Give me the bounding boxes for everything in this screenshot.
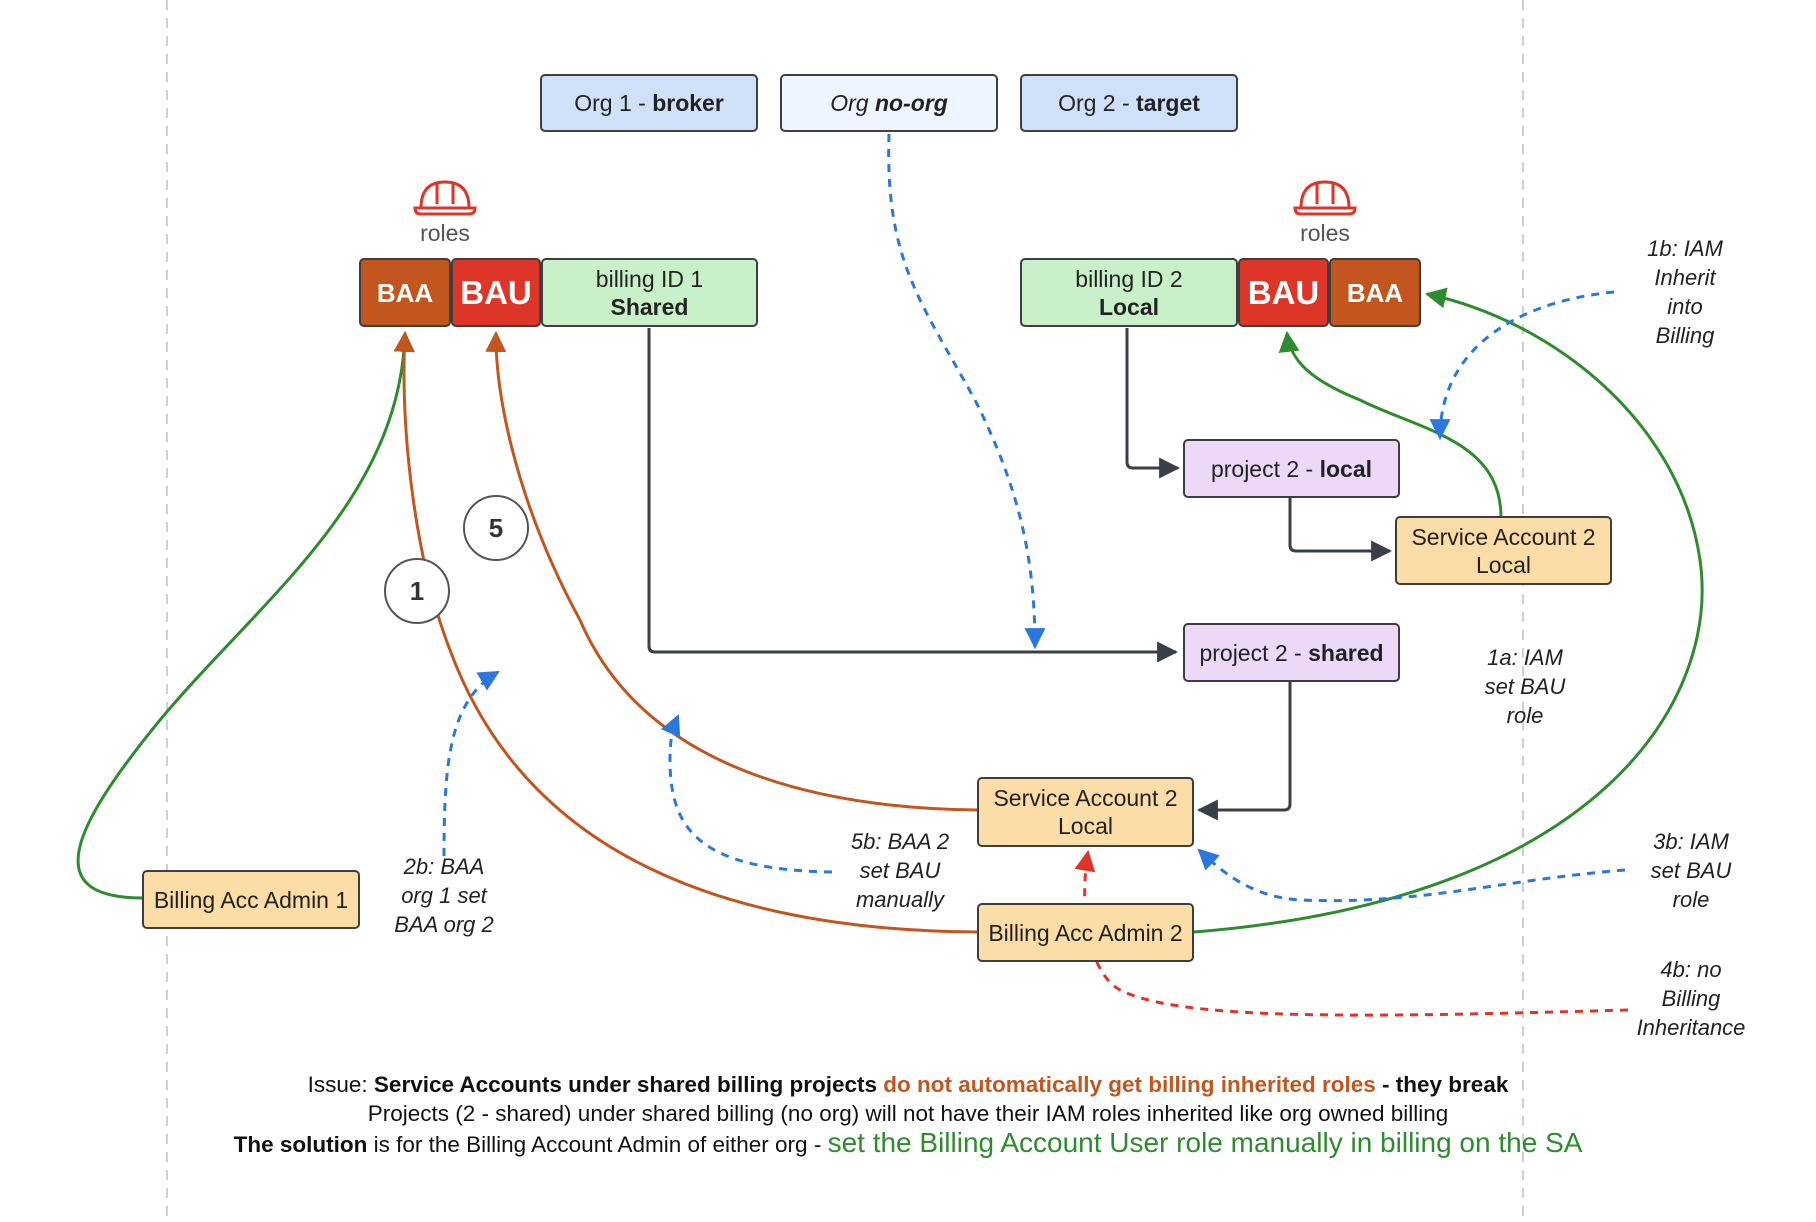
baa2-label: Billing Acc Admin 2 bbox=[988, 919, 1183, 946]
baa2-to-baa-right bbox=[1193, 287, 1704, 934]
note-3b: 3b: IAM set BAU role bbox=[1650, 829, 1732, 912]
org1-prefix: Org 1 - bbox=[574, 90, 653, 116]
billing-id-1-box: billing ID 1 Shared bbox=[541, 258, 758, 327]
billing2-line1: billing ID 2 bbox=[1075, 265, 1183, 292]
note-1a: 1a: IAM set BAU role bbox=[1484, 645, 1566, 728]
note3b-to-sa-bottom-line bbox=[1197, 848, 1626, 903]
footer-issue-label: Issue: bbox=[307, 1072, 374, 1097]
step-circle-5: 5 bbox=[463, 495, 529, 561]
no-org-to-shared-line bbox=[887, 133, 1046, 650]
note-1b: 1b: IAM Inherit into Billing bbox=[1647, 236, 1723, 348]
sa-bottom-line2: Local bbox=[1058, 813, 1113, 839]
billing2-to-project-local bbox=[1125, 328, 1181, 479]
note1b-to-sa-line bbox=[1429, 290, 1615, 441]
footer-issue-tail: - they break bbox=[1375, 1072, 1509, 1097]
role-bau-left: BAU bbox=[451, 258, 541, 327]
baa1-label: Billing Acc Admin 1 bbox=[153, 886, 349, 913]
billing1-to-project-shared bbox=[647, 328, 1179, 663]
sa-top-to-bau-right bbox=[1278, 330, 1503, 517]
note-4b: 4b: no Billing Inheritance bbox=[1636, 957, 1746, 1040]
note5b-to-orange-line bbox=[660, 714, 833, 874]
billing-acc-admin-2-box: Billing Acc Admin 2 bbox=[977, 903, 1194, 962]
service-account-2-top-box: Service Account 2 Local bbox=[1395, 516, 1612, 585]
sa-bottom-line1: Service Account 2 bbox=[993, 785, 1178, 811]
footer-line-2: Projects (2 - shared) under shared billi… bbox=[367, 1101, 1449, 1126]
sa-bottom-to-bau-left bbox=[485, 330, 978, 812]
project-2-shared-box: project 2 - shared bbox=[1183, 623, 1400, 682]
org2-name: target bbox=[1136, 90, 1200, 116]
no-org-prefix: Org bbox=[830, 90, 875, 116]
service-account-2-bottom-box: Service Account 2 Local bbox=[977, 777, 1194, 847]
note2b-to-orange-line bbox=[442, 670, 500, 857]
project-2-local-box: project 2 - local bbox=[1183, 439, 1400, 498]
roles-label-left: roles bbox=[420, 220, 470, 246]
role-baa-right: BAA bbox=[1329, 258, 1421, 327]
project-shared-prefix: project 2 - bbox=[1199, 639, 1309, 666]
billing-id-2-box: billing ID 2 Local bbox=[1020, 258, 1238, 327]
no-org-name: no-org bbox=[874, 90, 948, 116]
billing2-line2: Local bbox=[1098, 293, 1160, 320]
footer-issue-bold: Service Accounts under shared billing pr… bbox=[373, 1072, 884, 1097]
baa2-to-baa-left bbox=[393, 330, 978, 934]
footer-solution-highlight: set the Billing Account User role manual… bbox=[827, 1127, 1583, 1158]
sa-top-line2: Local bbox=[1476, 551, 1531, 578]
project-local-prefix: project 2 - bbox=[1210, 455, 1320, 482]
hard-hat-icon-left bbox=[413, 180, 477, 216]
step-circle-1: 1 bbox=[384, 558, 450, 624]
project-local-name: local bbox=[1319, 455, 1373, 482]
footer-solution-label: The solution bbox=[233, 1132, 368, 1157]
project-shared-name: shared bbox=[1308, 639, 1384, 666]
org1-broker-box: Org 1 - broker bbox=[540, 74, 758, 132]
project-shared-to-sa-bottom bbox=[1196, 682, 1292, 821]
baa1-to-baa-left bbox=[76, 330, 415, 900]
role-baa-left: BAA bbox=[359, 258, 451, 327]
note-2b: 2b: BAA org 1 set BAA org 2 bbox=[394, 854, 494, 937]
note-5b: 5b: BAA 2 set BAU manually bbox=[850, 829, 950, 912]
billing1-line2: Shared bbox=[610, 293, 689, 320]
project-local-to-sa-top bbox=[1288, 498, 1393, 562]
org1-name: broker bbox=[652, 90, 724, 116]
org2-target-box: Org 2 - target bbox=[1020, 74, 1238, 132]
sa-top-line1: Service Account 2 bbox=[1411, 523, 1596, 550]
roles-label-right: roles bbox=[1300, 220, 1350, 246]
footer-issue-highlight: do not automatically get billing inherit… bbox=[883, 1072, 1376, 1097]
org2-prefix: Org 2 - bbox=[1058, 90, 1137, 116]
billing1-line1: billing ID 1 bbox=[595, 265, 704, 292]
billing-acc-admin-1-box: Billing Acc Admin 1 bbox=[142, 870, 360, 929]
footer-solution-text: is for the Billing Account Admin of eith… bbox=[367, 1132, 828, 1157]
role-bau-right: BAU bbox=[1238, 258, 1329, 327]
hard-hat-icon-right bbox=[1293, 180, 1357, 216]
org-no-org-box: Org no-org bbox=[780, 74, 998, 132]
footer-line-1: Issue: Service Accounts under shared bil… bbox=[0, 1070, 1816, 1100]
footer-line-3: The solution is for the Billing Account … bbox=[0, 1128, 1816, 1160]
